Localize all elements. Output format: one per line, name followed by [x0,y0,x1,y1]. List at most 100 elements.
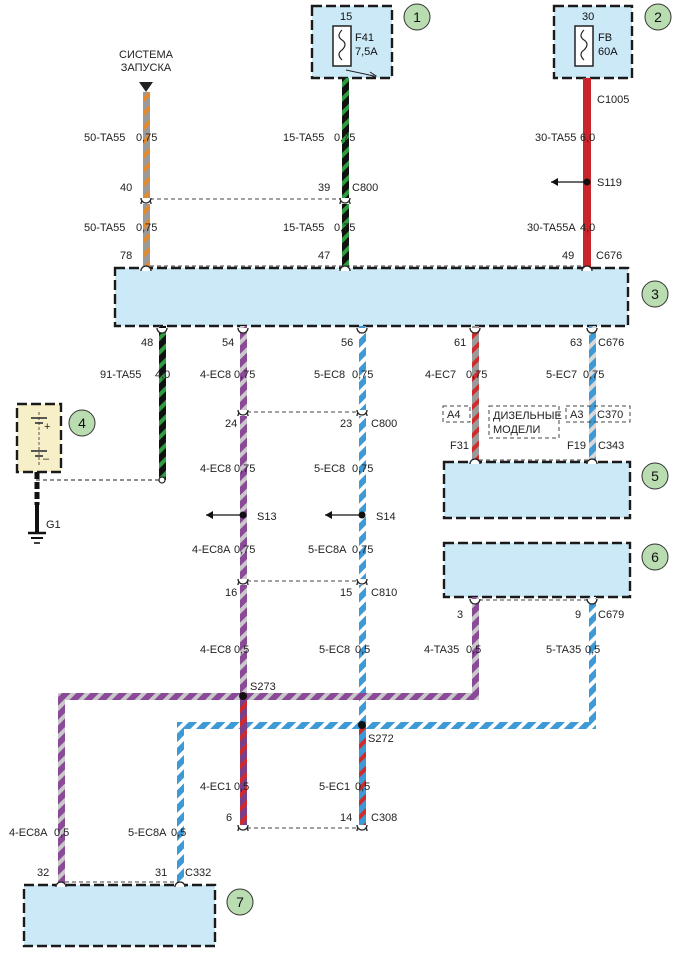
start-system-line2: ЗАПУСКА [121,62,172,74]
svg-text:3: 3 [651,286,659,302]
w4ec8b-size: 0,75 [234,463,255,475]
w5ec8a-mid-size: 0,75 [352,544,373,556]
callout-6: 6 [641,543,669,571]
c810: C810 [371,587,397,599]
w5ec8c-size: 0,5 [355,644,370,656]
g1: G1 [46,519,61,531]
pin61: 61 [454,337,466,349]
arrow-start-system-icon [139,82,153,92]
w4ta35-size: 0,5 [466,644,481,656]
wire-15-ta55 [342,78,349,268]
fuse1-name: F41 [355,32,374,44]
pin9: 9 [575,609,581,621]
s119: S119 [597,177,622,189]
wire-4-ec7 [472,326,479,462]
pin54: 54 [222,337,234,349]
pin39: 39 [318,182,330,194]
w4ec7-size: 0,75 [466,369,487,381]
splice-marks [206,178,591,729]
w4ec8a-mid-size: 0,75 [234,544,255,556]
a3: A3 [570,409,583,421]
w50-mid: 50-TA55 [84,222,125,234]
c800-mid: C800 [371,418,397,430]
fuse1-pin: 15 [340,11,352,23]
bus-s272 [177,722,596,729]
w5ec8a-mid: 5-EC8A [308,544,347,556]
callout-4: 4 [68,409,96,437]
w5ec7-size: 0,75 [583,369,604,381]
callout-2: 2 [644,3,672,31]
svg-text:6: 6 [651,549,659,565]
w5ec8c: 5-EC8 [319,644,350,656]
wire-5-ec7 [589,326,596,462]
w5ec8b: 5-EC8 [314,463,345,475]
w5ec8a-bot: 5-EC8A [128,827,167,839]
fuse2-name: FB [598,32,612,44]
svg-text:–: – [43,453,50,465]
diesel-box [488,405,560,439]
pin40: 40 [120,182,132,194]
pin15: 15 [340,587,352,599]
a4: A4 [447,409,460,421]
callout-5: 5 [641,462,669,490]
diesel-line2: МОДЕЛИ [493,424,540,436]
w5ta35-size: 0,5 [585,644,600,656]
s13: S13 [257,511,277,523]
wire-5-ec1 [359,726,366,825]
pin56: 56 [341,337,353,349]
battery-box-4: + – [15,402,63,474]
ground-g1-icon [28,505,46,544]
module-7-box [22,883,217,948]
fuse2-pin: 30 [582,11,594,23]
fuse-box-1 [310,4,394,80]
w15-top: 15-TA55 [283,132,324,144]
w30: 30-TA55 [535,132,576,144]
f31: F31 [450,440,469,452]
bus-s273 [58,693,479,700]
c676-bot: C676 [598,337,624,349]
c800-top: C800 [352,182,378,194]
a4-box [442,405,471,423]
connector-marks [55,197,598,888]
s272: S272 [368,733,394,745]
svg-text:7: 7 [236,894,244,910]
wire-5-ec8 [359,326,366,726]
pin16: 16 [225,587,237,599]
w4ec7: 4-EC7 [425,369,456,381]
w4ec8a-bot-size: 0,5 [54,827,69,839]
w15-top-size: 0,75 [334,132,355,144]
c1005-label: C1005 [597,94,629,106]
pin32: 32 [37,867,49,879]
w4ec8a-size: 0,75 [234,369,255,381]
w5ec8a-size: 0,75 [352,369,373,381]
s14: S14 [376,511,396,523]
w4ec8b: 4-EC8 [200,463,231,475]
fuse-fb-symbol [574,25,594,67]
c679: C679 [598,609,624,621]
w5ec8a-bot-size: 0,5 [171,827,186,839]
w5ec7: 5-EC7 [546,369,577,381]
pin14: 14 [340,812,352,824]
c343: C343 [598,440,624,452]
fuse-f41-symbol [332,25,378,79]
wire-91-ta55 [159,326,166,480]
c308: C308 [371,812,397,824]
pin24: 24 [225,418,237,430]
pin47: 47 [318,250,330,262]
module-5-box [442,460,632,520]
module-3-box [113,266,630,328]
callout-7: 7 [226,888,254,916]
wire-50-ta55 [143,92,150,268]
labels: СИСТЕМА ЗАПУСКА 15 F41 7,5A 30 FB 60A C1… [9,11,629,879]
callout-3: 3 [641,280,669,308]
w5ta35: 5-TA35 [546,644,581,656]
wire-30-ta55 [583,78,591,268]
w4ec8a-mid: 4-EC8A [192,544,231,556]
w91: 91-TA55 [100,369,141,381]
w15-mid: 15-TA55 [283,222,324,234]
fuse2-rating: 60A [598,46,618,58]
w4ec8a-bot: 4-EC8A [9,827,48,839]
w5ec8b-size: 0,75 [352,463,373,475]
c370: C370 [597,409,623,421]
w4ec8c: 4-EC8 [200,644,231,656]
